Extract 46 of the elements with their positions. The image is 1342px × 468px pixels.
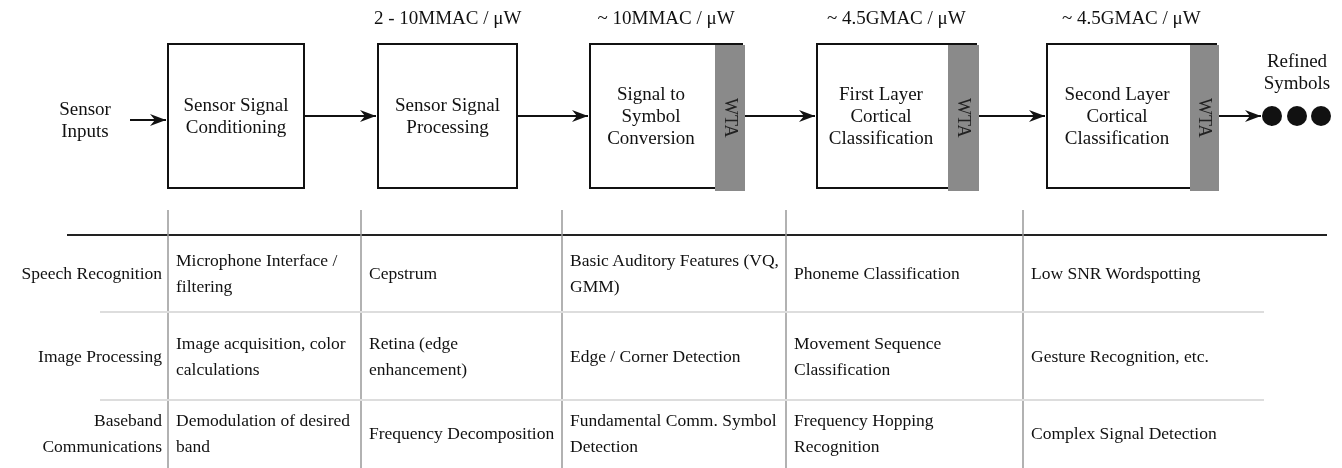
dot: [1287, 106, 1307, 126]
process-box: [1046, 43, 1217, 189]
table-cell-text: Cepstrum: [369, 262, 439, 285]
table-cell-text: Image acquisition, color calculations: [176, 332, 347, 381]
row-header: Speech Recognition: [20, 262, 162, 285]
input-label: Sensor Inputs: [58, 98, 112, 142]
table-cell-text: Fundamental Comm. Symbol Detection: [570, 409, 778, 458]
table-cell-text: Edge / Corner Detection: [570, 345, 742, 368]
process-box: [377, 43, 518, 189]
dot: [1311, 106, 1331, 126]
row-header: Image Processing: [37, 345, 162, 368]
process-label: Sensor Signal Conditioning: [182, 94, 290, 138]
power-efficiency-label: ~ 4.5GMAC / μW: [827, 7, 966, 29]
row-header: Baseband Communications: [41, 409, 162, 458]
table-cell-text: Frequency Hopping Recognition: [794, 409, 935, 458]
wta-bar: [948, 45, 979, 191]
table-cell-text: Gesture Recognition, etc.: [1031, 345, 1210, 368]
table-cell-text: Demodulation of desired band: [176, 409, 351, 458]
table-cell-text: Low SNR Wordspotting: [1031, 262, 1202, 285]
table-cell-text: Frequency Decomposition: [369, 422, 556, 445]
bar-label: WTA: [953, 98, 974, 138]
arrow: [304, 110, 377, 122]
table-cell-text: Complex Signal Detection: [1031, 422, 1218, 445]
bar-label: WTA: [719, 98, 741, 138]
process-box: [167, 43, 305, 189]
wta-bar: [715, 45, 745, 191]
table-cell-text: Basic Auditory Features (VQ, GMM): [570, 249, 780, 298]
arrow: [129, 114, 167, 126]
process-box: [816, 43, 977, 189]
table-cell-text: Retina (edge enhancement): [369, 332, 469, 381]
power-efficiency-label: 2 - 10MMAC / μW: [374, 7, 522, 29]
process-label: Sensor Signal Processing: [394, 94, 501, 138]
table-cell-text: Phoneme Classification: [794, 262, 961, 285]
bar-label: WTA: [1194, 98, 1215, 138]
table-cell-text: Movement Sequence Classification: [794, 332, 943, 381]
power-efficiency-label: ~ 10MMAC / μW: [597, 7, 735, 29]
output-label: Refined Symbols: [1262, 50, 1332, 94]
process-box: [589, 43, 743, 189]
power-efficiency-label: ~ 4.5GMAC / μW: [1062, 7, 1201, 29]
process-label: First Layer Cortical Classification: [827, 83, 935, 149]
wta-bar: [1190, 45, 1219, 191]
dot: [1262, 106, 1282, 126]
arrow: [517, 110, 589, 122]
process-label: Signal to Symbol Conversion: [606, 83, 696, 149]
table-cell-text: Microphone Interface / filtering: [176, 249, 339, 298]
process-label: Second Layer Cortical Classification: [1063, 83, 1171, 149]
